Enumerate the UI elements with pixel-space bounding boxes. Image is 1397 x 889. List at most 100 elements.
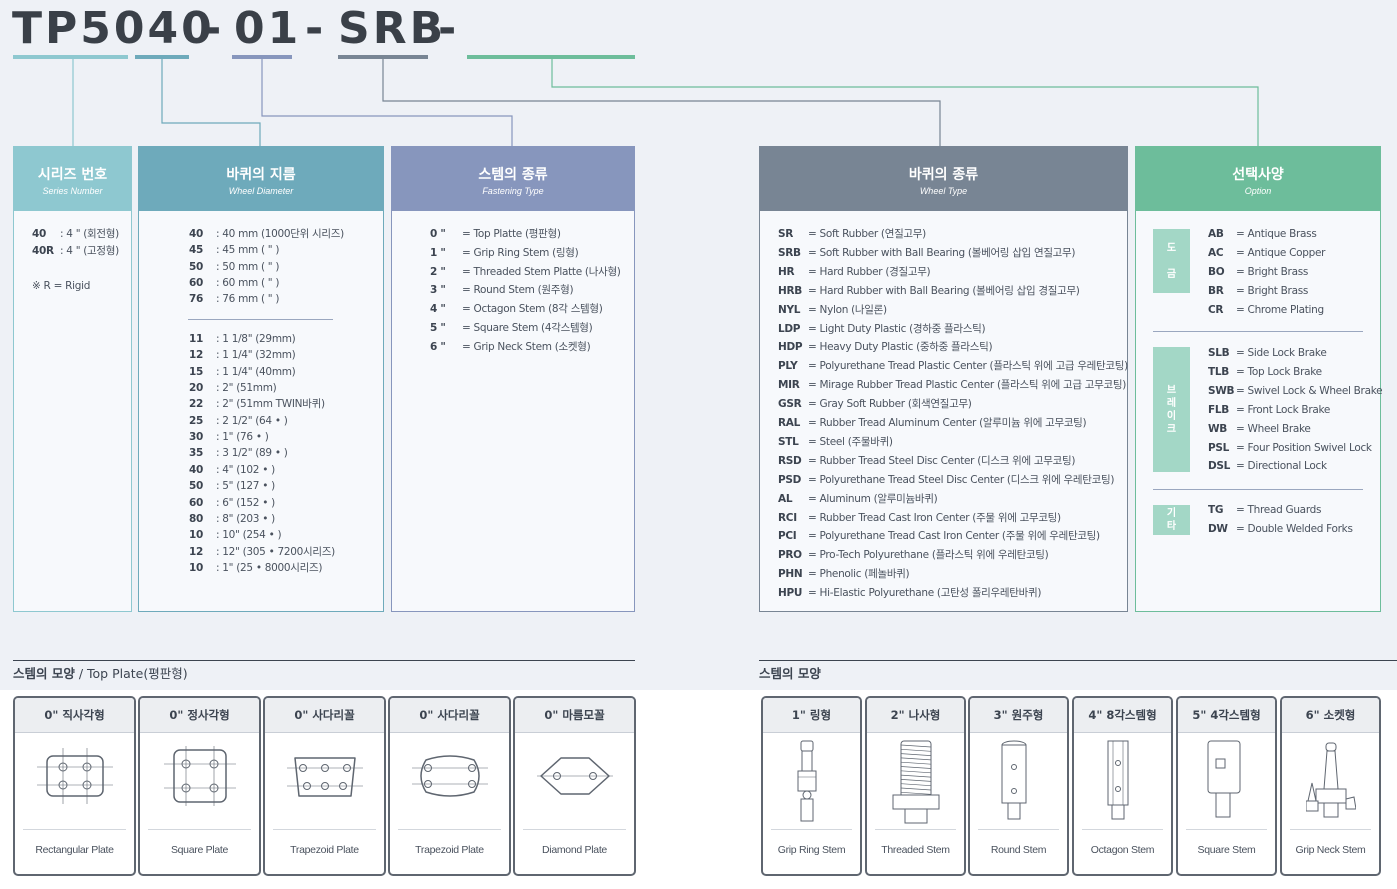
item-code: TLB <box>1208 365 1229 378</box>
option-item: FLB = Front Lock Brake <box>1208 403 1330 417</box>
item-description: = Double Welded Forks <box>1236 522 1353 535</box>
panel-title: 바퀴의 종류 <box>908 167 979 183</box>
item-code: FLB <box>1208 403 1229 416</box>
item-description: = Steel (주물바퀴) <box>808 435 893 448</box>
item-description: = Gray Soft Rubber (회색연질고무) <box>808 398 972 411</box>
wheel-type-panel: 바퀴의 종류 Wheel Type SR= Soft Rubber (연질고무)… <box>759 146 1128 612</box>
wheel-type-item: HR= Hard Rubber (경질고무) <box>778 265 931 279</box>
diameter-inch-item: 25: 2 1/2" (64 • ) <box>189 414 288 428</box>
item-description: = Rubber Tread Aluminum Center (알루미늄 위에 … <box>808 417 1087 429</box>
fastening-item: 5 "= Square Stem (4각스템형) <box>430 321 593 335</box>
item-code: 12 <box>189 545 204 558</box>
diameter-inch-item: 40: 4" (102 • ) <box>189 463 275 477</box>
item-code: PSD <box>778 473 802 486</box>
panel-header: 바퀴의 지름 Wheel Diameter <box>139 147 383 211</box>
card-title: 0" 마름모꼴 <box>515 698 634 733</box>
card-caption: Square Plate <box>170 844 229 856</box>
item-description: : 12" (305 • 7200시리즈) <box>216 545 335 558</box>
item-description: : 5" (127 • ) <box>216 480 275 493</box>
fastening-item: 0 "= Top Platte (평판형) <box>430 227 561 241</box>
fastening-item: 4 "= Octagon Stem (8각 스템형) <box>430 302 603 316</box>
diameter-underline <box>135 55 189 59</box>
item-code: WB <box>1208 422 1227 435</box>
item-description: = Directional Lock <box>1236 460 1327 473</box>
card-caption: Grip Ring Stem <box>777 844 846 856</box>
card-caption: Grip Neck Stem <box>1295 844 1366 856</box>
item-code: DSL <box>1208 460 1231 473</box>
panel-header: 선택사양 Option <box>1136 147 1380 211</box>
card-title: 1" 링형 <box>763 698 860 733</box>
card-title: 4" 8각스템형 <box>1074 698 1171 733</box>
code-separator: - <box>438 3 460 54</box>
card-title: 0" 직사각형 <box>15 698 134 733</box>
diameter-inch-item: 60: 6" (152 • ) <box>189 496 275 510</box>
code-separator: - <box>305 3 327 54</box>
panel-header: 바퀴의 종류 Wheel Type <box>760 147 1127 211</box>
item-code: PLY <box>778 360 798 373</box>
item-description: = Aluminum (알루미늄바퀴) <box>808 492 938 505</box>
wheel-type-item: PLY = Polyurethane Tread Plastic Center (… <box>778 359 1128 373</box>
shape-card: 4" 8각스템형 Octagon Stem <box>1072 696 1173 876</box>
option-group-tag: 도 금 <box>1153 229 1190 293</box>
item-code: SLB <box>1208 347 1230 359</box>
card-divider <box>1082 829 1163 830</box>
item-code: PCI <box>778 530 797 543</box>
panel-title: 바퀴의 지름 <box>226 167 296 183</box>
diameter-inch-item: 30: 1" (76 • ) <box>189 430 269 444</box>
diameter-inch-item: 50: 5" (127 • ) <box>189 479 275 493</box>
item-description: : 4" (102 • ) <box>216 463 275 476</box>
card-divider <box>148 829 251 830</box>
option-item: BO= Bright Brass <box>1208 265 1308 279</box>
diameter-inch-item: 35: 3 1/2" (89 • ) <box>189 446 288 460</box>
item-code: BR <box>1208 284 1224 297</box>
item-code: 5 " <box>430 322 446 334</box>
shape-card: 3" 원주형 Round Stem <box>968 696 1069 876</box>
panel-title: 시리즈 번호 <box>37 167 108 183</box>
wheel-type-item: PRO= Pro-Tech Polyurethane (플라스틱 위에 우레탄코… <box>778 548 1049 562</box>
code-series: TP5040 <box>12 3 215 54</box>
item-description: = Front Lock Brake <box>1236 403 1331 416</box>
item-code: 40R <box>32 245 54 257</box>
item-description: = Polyurethane Tread Plastic Center (플라스… <box>808 360 1128 373</box>
panel-subtitle: Fastening Type <box>482 186 544 196</box>
round-drawing <box>1001 740 1026 820</box>
item-code: GSR <box>778 398 802 411</box>
item-code: HRB <box>778 284 802 297</box>
item-code: HDP <box>778 341 803 354</box>
item-description: : 8" (203 • ) <box>216 512 275 525</box>
shape-card: 0" 정사각형 Square Plate <box>138 696 261 876</box>
option-item: CR= Chrome Plating <box>1208 303 1324 317</box>
item-code: PSL <box>1208 441 1230 454</box>
item-code: SR <box>778 228 794 240</box>
wheel-type-item: RCI= Rubber Tread Cast Iron Center (주물 위… <box>778 511 1061 525</box>
item-code: 60 <box>189 276 204 289</box>
item-code: LDP <box>778 322 801 335</box>
shape-card: 1" 링형 Grip Ring Stem <box>761 696 862 876</box>
shape-card: 0" 사다리꼴 Trapezoid Plate <box>263 696 386 876</box>
rigid-note: ※ R = Rigid <box>32 280 91 292</box>
item-code: BO <box>1208 265 1225 278</box>
fastening-item: 3 "= Round Stem (원주형) <box>430 283 574 297</box>
card-divider <box>978 829 1059 830</box>
threaded-drawing <box>892 740 939 824</box>
section-rule <box>13 660 635 661</box>
item-description: : 76 mm ( " ) <box>216 293 280 306</box>
section-rule <box>759 660 1397 661</box>
plate-section-title: 스템의 모양 / Top Plate(평판형) <box>13 666 188 681</box>
panel-subtitle: Wheel Diameter <box>228 186 294 196</box>
item-code: 22 <box>189 398 204 411</box>
fastening-item: 6 "= Grip Neck Stem (소켓형) <box>430 340 591 354</box>
item-code: 1 " <box>430 246 446 259</box>
wheel-type-item: STL= Steel (주물바퀴) <box>778 435 893 449</box>
item-description: = Grip Ring Stem (링형) <box>462 246 579 259</box>
card-divider <box>1186 829 1267 830</box>
wheel-type-item: RAL= Rubber Tread Aluminum Center (알루미늄 … <box>778 416 1087 430</box>
item-description: = Hi-Elastic Polyurethane (고탄성 폴리우레탄바퀴) <box>808 587 1042 600</box>
stem-section-title: 스템의 모양 <box>759 666 821 681</box>
item-code: NYL <box>778 303 801 316</box>
option-item: BR= Bright Brass <box>1208 284 1308 298</box>
wheel-type-item: MIR= Mirage Rubber Tread Plastic Center … <box>778 378 1126 392</box>
option-item: TLB= Top Lock Brake <box>1208 365 1322 379</box>
card-divider <box>23 829 126 830</box>
